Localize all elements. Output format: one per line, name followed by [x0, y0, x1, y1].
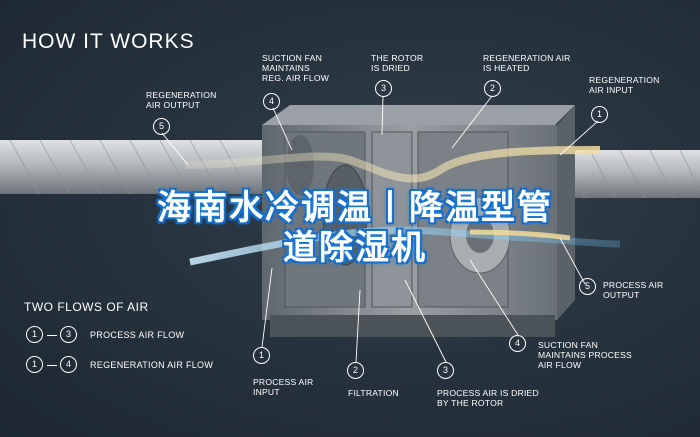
label-process-air-input: PROCESS AIR INPUT [253, 377, 314, 397]
step-badge-3: 3 [375, 80, 392, 97]
warm-air-streak [469, 229, 571, 241]
step-badge-1: 1 [591, 106, 608, 123]
label-regeneration-air-output: REGENERATION AIR OUTPUT [146, 90, 217, 110]
label-filtration: FILTRATION [348, 388, 399, 398]
label-regeneration-air-input: REGENERATION AIR INPUT [589, 75, 660, 95]
leader-lines [161, 95, 599, 363]
flows-legend-title: TWO FLOWS OF AIR [24, 300, 149, 314]
legend-regeneration-dash [47, 365, 57, 367]
regeneration-air-flow [184, 146, 601, 183]
label-process-air-dried: PROCESS AIR IS DRIED BY THE ROTOR [437, 388, 539, 408]
legend-process-to-badge: 3 [60, 326, 77, 343]
legend-process-label: PROCESS AIR FLOW [90, 330, 185, 340]
legend-process-dash [47, 335, 57, 337]
legend-regeneration-to-badge: 4 [60, 356, 77, 373]
legend-regeneration-label: REGENERATION AIR FLOW [90, 360, 214, 370]
step-badge-4: 4 [263, 93, 280, 110]
regeneration-output-duct [0, 139, 300, 195]
step-badge-2-filtration: 2 [347, 362, 364, 379]
label-suction-fan-process: SUCTION FAN MAINTAINS PROCESS AIR FLOW [538, 340, 632, 370]
label-process-air-output: PROCESS AIR OUTPUT [603, 280, 664, 300]
step-badge-5-output: 5 [579, 278, 596, 295]
process-air-flow [189, 226, 621, 266]
overlay-title-line1: 海南水冷调温丨降温型管 [157, 189, 553, 227]
dehumidifier-unit [262, 105, 575, 337]
label-suction-fan-regeneration: SUCTION FAN MAINTAINS REG. AIR FLOW [262, 53, 330, 83]
legend-process-from-badge: 1 [26, 326, 43, 343]
overlay-title-line2: 道除湿机 [283, 229, 427, 267]
step-badge-5: 5 [153, 118, 170, 135]
step-badge-2: 2 [484, 80, 501, 97]
page-title: HOW IT WORKS [22, 30, 195, 53]
step-badge-4-fan: 4 [509, 335, 526, 352]
legend-regeneration-from-badge: 1 [26, 356, 43, 373]
step-badge-3-dried: 3 [437, 362, 454, 379]
label-rotor-dried: THE ROTOR IS DRIED [371, 53, 424, 73]
label-regeneration-air-heated: REGENERATION AIR IS HEATED [483, 53, 571, 73]
step-badge-1-input: 1 [253, 347, 270, 364]
